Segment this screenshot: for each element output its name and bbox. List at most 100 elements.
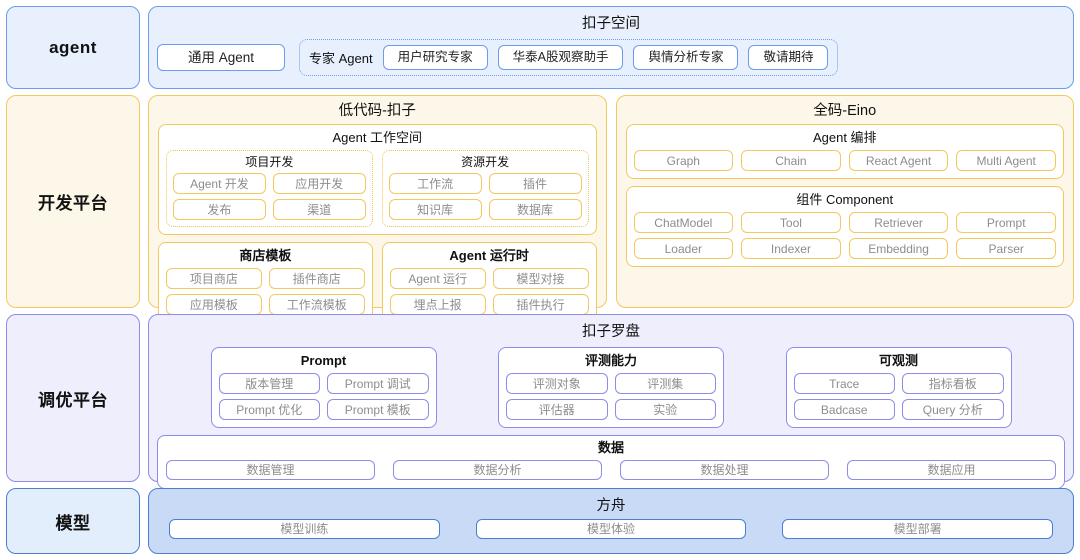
chip-workflow[interactable]: 工作流	[388, 173, 482, 195]
chip-tool[interactable]: Tool	[741, 212, 841, 234]
chip-badcase[interactable]: Badcase	[793, 399, 895, 421]
spacer-mid-1	[447, 347, 489, 428]
chip-query-analysis[interactable]: Query 分析	[902, 399, 1004, 421]
chip-data-application[interactable]: 数据应用	[847, 460, 1056, 481]
chip-general-agent[interactable]: 通用 Agent	[157, 44, 285, 71]
chip-chatmodel[interactable]: ChatModel	[633, 212, 734, 234]
chip-agent-dev[interactable]: Agent 开发	[173, 173, 266, 195]
spacer-mid-2	[734, 347, 776, 428]
chip-channel[interactable]: 渠道	[272, 199, 366, 221]
layer-label-model: 模型	[6, 488, 140, 554]
data-panel: 数据 数据管理 数据分析 数据处理 数据应用	[157, 435, 1065, 490]
chip-prompt-optimize[interactable]: Prompt 优化	[218, 399, 320, 421]
group-project-dev: 项目开发 Agent 开发 应用开发 发布 渠道	[166, 150, 373, 228]
evaluation-items: 评测对象 评测集 评估器 实验	[506, 373, 716, 421]
chip-agent-run[interactable]: Agent 运行	[389, 268, 486, 290]
chip-app-template[interactable]: 应用模板	[166, 294, 262, 316]
chip-app-dev[interactable]: 应用开发	[272, 173, 366, 195]
chip-database[interactable]: 数据库	[488, 199, 582, 221]
chip-plugin-exec[interactable]: 插件执行	[492, 294, 589, 316]
agent-body: 扣子空间 通用 Agent 专家 Agent 用户研究专家 华泰A股观察助手 舆…	[148, 6, 1074, 90]
chip-eval-set[interactable]: 评测集	[614, 373, 716, 395]
chip-expert-2[interactable]: 舆情分析专家	[633, 45, 739, 70]
observability-items: Trace 指标看板 Badcase Query 分析	[793, 373, 1004, 421]
chip-expert-0[interactable]: 用户研究专家	[382, 45, 488, 70]
store-template-panel: 商店模板 项目商店 插件商店 应用模板 工作流模板	[158, 242, 373, 324]
agent-runtime-title: Agent 运行时	[449, 248, 529, 264]
chip-model-integration[interactable]: 模型对接	[492, 268, 589, 290]
chip-graph[interactable]: Graph	[633, 150, 734, 172]
chip-model-training[interactable]: 模型训练	[169, 519, 440, 540]
lowcode-stack: Agent 工作空间 项目开发 Agent 开发 应用开发 发布 渠道	[158, 124, 597, 324]
component-title: 组件 Component	[796, 192, 894, 208]
compass-title: 扣子罗盘	[582, 324, 640, 341]
agent-runtime-panel: Agent 运行时 Agent 运行 模型对接 埋点上报 插件执行	[381, 242, 597, 324]
spacer-right	[1022, 347, 1064, 428]
dev-body: 低代码-扣子 Agent 工作空间 项目开发 Agent 开发 应用开发 发布	[148, 95, 1074, 324]
group-resource-dev: 资源开发 工作流 插件 知识库 数据库	[381, 150, 589, 228]
chip-metrics-dashboard[interactable]: 指标看板	[902, 373, 1004, 395]
chip-experiment[interactable]: 实验	[614, 399, 716, 421]
chip-data-mgmt[interactable]: 数据管理	[166, 460, 375, 481]
expert-agent-label: 专家 Agent	[309, 51, 373, 66]
group-resource-dev-title: 资源开发	[461, 155, 510, 170]
store-template-title: 商店模板	[239, 248, 292, 264]
chip-workflow-template[interactable]: 工作流模板	[268, 294, 365, 316]
fullcode-eino-title: 全码-Eino	[813, 103, 877, 120]
chip-prompt-template[interactable]: Prompt 模板	[327, 399, 429, 421]
chip-model-deployment[interactable]: 模型部署	[782, 519, 1053, 540]
layer-dev-platform: 开发平台 低代码-扣子 Agent 工作空间 项目开发 Agent 开发 应用开…	[6, 95, 1074, 324]
chip-expert-1[interactable]: 华泰A股观察助手	[497, 45, 624, 70]
chip-react-agent[interactable]: React Agent	[848, 150, 949, 172]
agent-runtime-items: Agent 运行 模型对接 埋点上报 插件执行	[389, 268, 589, 316]
fullcode-eino-panel: 全码-Eino Agent 编排 Graph Chain React Agent…	[615, 95, 1074, 309]
data-panel-title: 数据	[597, 440, 624, 456]
chip-indexer[interactable]: Indexer	[741, 238, 841, 260]
layer-model: 模型 方舟 模型训练 模型体验 模型部署	[6, 488, 1074, 554]
component-items: ChatModel Tool Retriever Prompt Loader I…	[633, 212, 1056, 260]
chip-plugin-store[interactable]: 插件商店	[268, 268, 365, 290]
chip-plugin[interactable]: 插件	[488, 173, 582, 195]
chip-data-processing[interactable]: 数据处理	[620, 460, 829, 481]
chip-retriever[interactable]: Retriever	[848, 212, 949, 234]
expert-agent-group: 专家 Agent 用户研究专家 华泰A股观察助手 舆情分析专家 敬请期待	[299, 39, 839, 76]
chip-multi-agent[interactable]: Multi Agent	[956, 150, 1056, 172]
chip-parser[interactable]: Parser	[956, 238, 1056, 260]
agent-workspace-groups: 项目开发 Agent 开发 应用开发 发布 渠道 资源开发	[166, 150, 589, 228]
data-items: 数据管理 数据分析 数据处理 数据应用	[166, 460, 1056, 481]
chip-model-experience[interactable]: 模型体验	[475, 519, 747, 540]
chip-prompt[interactable]: Prompt	[956, 212, 1056, 234]
chip-project-store[interactable]: 项目商店	[166, 268, 262, 290]
layer-label-dev-platform: 开发平台	[6, 95, 140, 309]
chip-prompt-debug[interactable]: Prompt 调试	[327, 373, 429, 395]
layer-label-agent: agent	[6, 6, 140, 90]
chip-trace[interactable]: Trace	[793, 373, 895, 395]
chip-evaluator[interactable]: 评估器	[506, 399, 608, 421]
prompt-panel-title: Prompt	[300, 353, 347, 369]
agent-orchestration-panel: Agent 编排 Graph Chain React Agent Multi A…	[625, 124, 1064, 180]
lowcode-bottom-panels: 商店模板 项目商店 插件商店 应用模板 工作流模板 Agent 运行时	[158, 242, 597, 324]
observability-panel-title: 可观测	[878, 353, 918, 369]
ark-title: 方舟	[596, 498, 626, 515]
chip-knowledge-base[interactable]: 知识库	[388, 199, 482, 221]
chip-chain[interactable]: Chain	[741, 150, 841, 172]
group-resource-dev-items: 工作流 插件 知识库 数据库	[388, 173, 582, 221]
chip-eval-target[interactable]: 评测对象	[506, 373, 608, 395]
chip-embedding[interactable]: Embedding	[848, 238, 949, 260]
tuning-body: 扣子罗盘 Prompt 版本管理 Prompt 调试 Prompt 优化 Pro…	[148, 314, 1074, 490]
chip-data-analysis[interactable]: 数据分析	[393, 460, 602, 481]
chip-expert-3[interactable]: 敬请期待	[748, 45, 829, 70]
chip-publish[interactable]: 发布	[173, 199, 266, 221]
agent-chip-line: 通用 Agent 专家 Agent 用户研究专家 华泰A股观察助手 舆情分析专家…	[157, 37, 1065, 76]
chip-version-mgmt[interactable]: 版本管理	[218, 373, 320, 395]
chip-telemetry-report[interactable]: 埋点上报	[389, 294, 486, 316]
spacer-left	[159, 347, 201, 428]
layer-tuning-platform: 调优平台 扣子罗盘 Prompt 版本管理 Prompt 调试 Prompt 优…	[6, 314, 1074, 490]
evaluation-panel: 评测能力 评测对象 评测集 评估器 实验	[498, 347, 724, 429]
agent-workspace-panel: Agent 工作空间 项目开发 Agent 开发 应用开发 发布 渠道	[158, 124, 597, 236]
prompt-items: 版本管理 Prompt 调试 Prompt 优化 Prompt 模板	[218, 373, 429, 421]
evaluation-panel-title: 评测能力	[584, 353, 637, 369]
chip-loader[interactable]: Loader	[633, 238, 734, 260]
lowcode-panel: 低代码-扣子 Agent 工作空间 项目开发 Agent 开发 应用开发 发布	[148, 95, 607, 324]
